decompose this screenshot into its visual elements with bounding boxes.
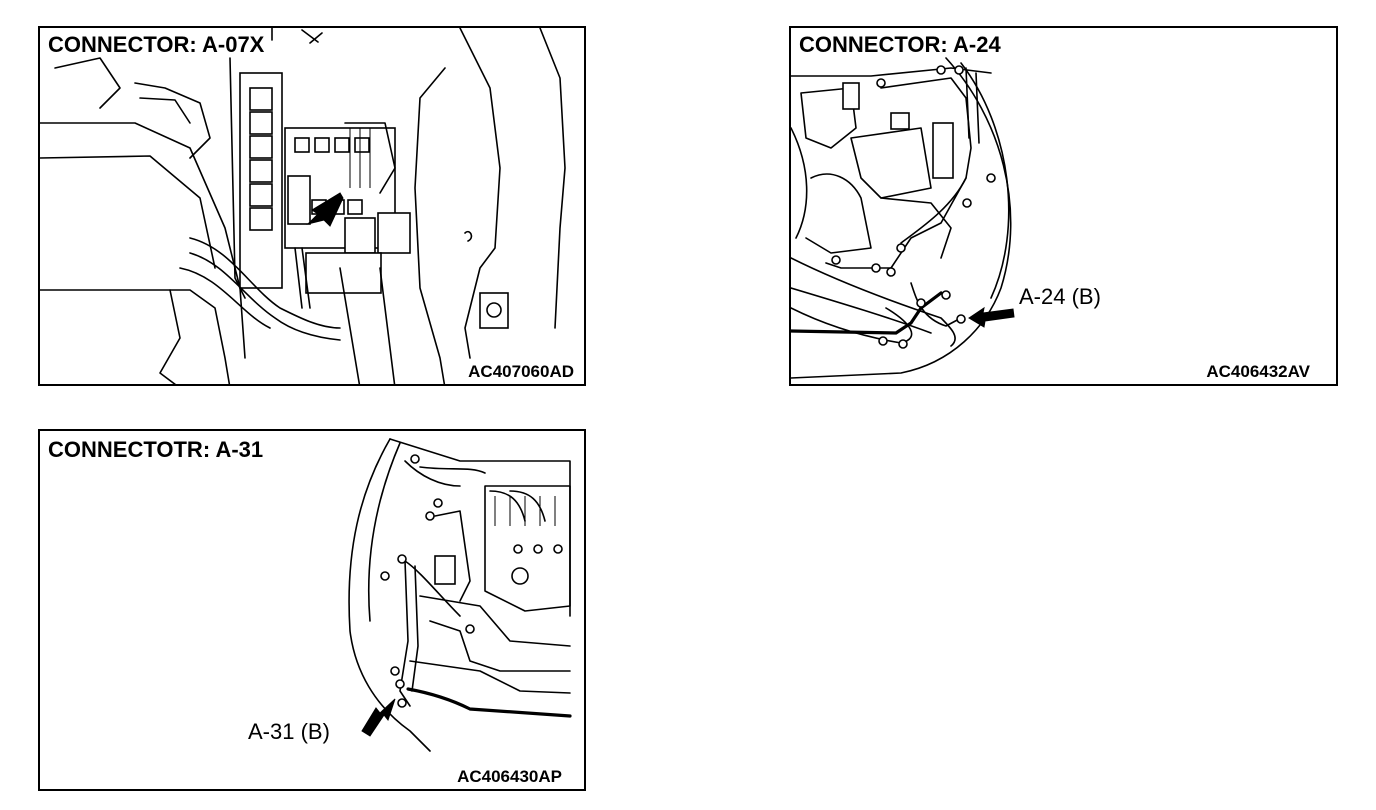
connector-callout: A-31 (B) [248,719,330,744]
figure-code: AC406432AV [1204,362,1312,381]
panel-title: CONNECTOR: A-24 [797,32,1003,57]
engine-bay-illustration-a07x [40,28,566,384]
figure-code: AC406430AP [455,767,564,786]
connector-callout: A-24 (B) [1019,284,1101,309]
engine-bay-illustration-a31 [348,438,572,752]
panel-title: CONNECTOR: A-07X [46,32,267,57]
figure-code: AC407060AD [466,362,576,381]
connector-panel-a31: CONNECTOTR: A-31 A-31 (B) AC406430AP [38,429,586,791]
panel-title: CONNECTOTR: A-31 [46,437,266,462]
connector-panel-a07x: CONNECTOR: A-07X AC407060AD [38,26,586,386]
engine-bay-illustration-a24 [791,57,1015,379]
connector-panel-a24: CONNECTOR: A-24 A-24 (B) AC406432AV [789,26,1338,386]
